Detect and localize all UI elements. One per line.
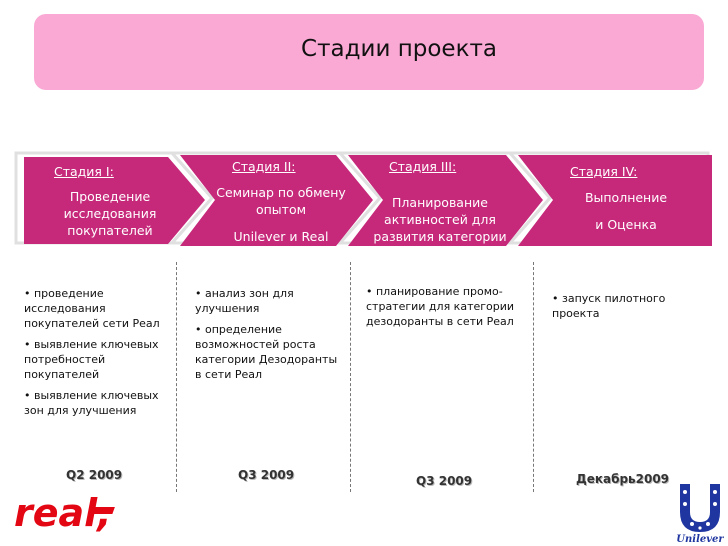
stage-2-line: Семинар по обмену [216, 185, 346, 200]
stage-2-header: Стадия II: [232, 159, 296, 174]
stage-1-details: • проведение исследования покупателей се… [24, 286, 164, 424]
stage-3-line: Планирование [392, 195, 488, 210]
stage-3-arrow [348, 155, 543, 246]
stage-4-header: Стадия IV: [570, 164, 638, 179]
stage-4-date: Декабрь2009 [576, 472, 670, 486]
column-divider [350, 262, 351, 492]
stage-2-details: • анализ зон для улучшения • определение… [195, 286, 345, 388]
column-divider [533, 262, 534, 492]
real-logo-bar [90, 507, 115, 514]
stage-2-arrow [180, 155, 373, 246]
stage-4-bullet: • запуск пилотного проекта [552, 292, 666, 320]
stage-4-label: Стадия IV: Выполнение и Оценка [556, 163, 696, 233]
stage-3-date: Q3 2009 [416, 474, 473, 488]
stage-1-line: покупателей [67, 223, 153, 238]
arrow-fills [24, 155, 712, 246]
unilever-pattern [683, 490, 717, 530]
stage-2-bullet: • анализ зон для улучшения [195, 287, 294, 315]
stage-1-arrow [24, 157, 205, 244]
stage-1-bullet: • проведение исследования покупателей се… [24, 287, 160, 330]
stage-1-bullet: • выявление ключевых зон для улучшения [24, 389, 159, 417]
stage-4-line: Выполнение [584, 190, 668, 205]
unilever-wordmark: Unilever [676, 534, 724, 544]
page-title: Стадии проекта [301, 36, 497, 62]
stage-2-bullet: • определение возможностей роста категор… [195, 323, 338, 381]
stage-2-line: Unilever и Real [233, 229, 329, 244]
stage-3-line: активностей для [384, 212, 496, 227]
stage-3-label: Стадия III: Планирование активностей для… [370, 158, 510, 245]
stage-1-line: Проведение [69, 189, 151, 204]
stage-2-date: Q3 2009 [238, 468, 295, 482]
stage-3-line: развития категории [373, 229, 507, 244]
real-logo: real, [14, 493, 115, 533]
stage-2-line: опытом [255, 202, 307, 217]
stage-4-line: и Оценка [595, 217, 657, 232]
stage-1-bullet: • выявление ключевых потребностей покупа… [24, 338, 159, 381]
column-divider [176, 262, 177, 492]
title-banner: Стадии проекта [34, 14, 704, 90]
stage-1-label: Стадия I: Проведение исследования покупа… [40, 163, 180, 239]
stage-1-line: исследования [63, 206, 157, 221]
stage-1-date: Q2 2009 [66, 468, 123, 482]
stage-4-arrow [518, 155, 712, 246]
stage-3-bullet: • планирование промо-стратегии для катег… [366, 285, 515, 328]
unilever-u-shape [680, 484, 720, 532]
stage-2-label: Стадия II: Семинар по обмену опытом Unil… [206, 158, 356, 245]
stage-4-details: • запуск пилотного проекта [552, 291, 692, 327]
stage-3-details: • планирование промо-стратегии для катег… [366, 284, 518, 335]
stage-1-header: Стадия I: [54, 164, 114, 179]
unilever-logo: Unilever [676, 484, 724, 544]
stage-3-header: Стадия III: [389, 159, 457, 174]
